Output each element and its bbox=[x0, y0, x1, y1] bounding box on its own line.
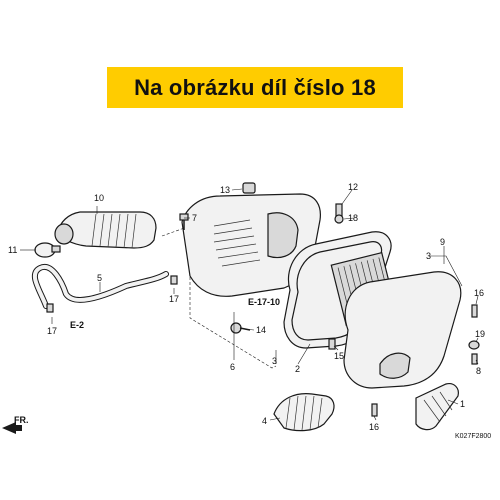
part-13-grommet bbox=[242, 182, 256, 194]
callout-3-right: 3 bbox=[426, 251, 431, 261]
part-8-screw bbox=[471, 353, 478, 365]
callout-3-left: 3 bbox=[272, 356, 277, 366]
callout-8: 8 bbox=[476, 366, 481, 376]
part-1-air-cleaner-case bbox=[181, 193, 321, 297]
callout-2: 2 bbox=[295, 364, 300, 374]
callout-14: 14 bbox=[256, 325, 266, 335]
callout-16-bottom: 16 bbox=[369, 422, 379, 432]
callout-11: 11 bbox=[8, 245, 17, 255]
part-16-screw-bottom bbox=[371, 403, 378, 417]
callout-17-right: 17 bbox=[169, 294, 179, 304]
callout-4: 4 bbox=[262, 416, 267, 426]
callout-15: 15 bbox=[334, 351, 344, 361]
reference-e17-10: E-17-10 bbox=[248, 297, 280, 307]
part-11-clamp bbox=[34, 242, 61, 258]
callout-12: 12 bbox=[348, 182, 358, 192]
part-number-banner: Na obrázku díl číslo 18 bbox=[107, 67, 403, 108]
part-7-screw bbox=[179, 213, 189, 230]
callout-13: 13 bbox=[220, 185, 230, 195]
callout-5: 5 bbox=[97, 273, 102, 283]
callout-18: 18 bbox=[348, 213, 358, 223]
reference-e2: E-2 bbox=[70, 320, 84, 330]
part-9-cover bbox=[343, 271, 462, 389]
callout-9: 9 bbox=[440, 237, 445, 247]
diagram-code: K027F2800 bbox=[455, 433, 491, 440]
callout-7: 7 bbox=[192, 213, 197, 223]
front-label: FR. bbox=[14, 415, 29, 425]
part-18-washer bbox=[334, 214, 344, 224]
banner-text: Na obrázku díl číslo 18 bbox=[134, 74, 376, 100]
part-19-grommet bbox=[468, 340, 480, 350]
part-12-bolt bbox=[335, 203, 343, 217]
callout-16-top: 16 bbox=[474, 288, 484, 298]
outlet-duct bbox=[415, 383, 459, 431]
part-17-clip-right bbox=[170, 275, 178, 285]
callout-1: 1 bbox=[460, 399, 465, 409]
callout-10: 10 bbox=[94, 193, 104, 203]
callout-6: 6 bbox=[230, 362, 235, 372]
part-4-snorkel bbox=[273, 393, 335, 432]
front-arrow-icon bbox=[2, 422, 22, 434]
callout-19: 19 bbox=[475, 329, 485, 339]
part-15-screw bbox=[328, 338, 336, 350]
part-10-intake-duct bbox=[54, 211, 157, 249]
callout-17-left: 17 bbox=[47, 326, 57, 336]
part-17-clip-left bbox=[46, 303, 54, 313]
part-16-screw-top bbox=[471, 304, 478, 318]
